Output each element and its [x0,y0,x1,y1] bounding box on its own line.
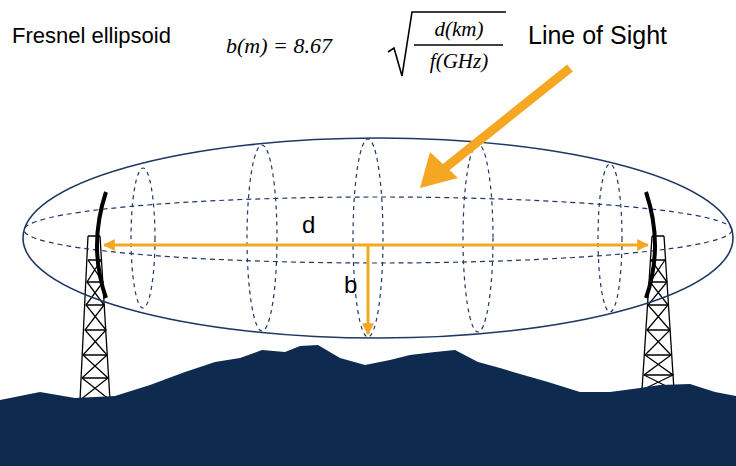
pointer-head [420,152,458,188]
formula-numerator: d(km) [414,18,504,41]
distance-line [104,244,648,247]
radius-label: b [344,272,357,298]
tower-right [642,236,674,390]
fresnel-ellipsoid [23,138,733,338]
radius-tick [350,244,368,246]
line-of-sight-label: Line of Sight [528,22,667,50]
formula-denominator: f(GHz) [414,50,504,73]
root-sign [388,12,506,76]
distance-label: d [302,212,315,238]
mountains [0,345,736,466]
formula-lhs: b(m) = 8.67 [226,34,332,58]
tower-left [80,236,110,400]
ellipsoid-label: Fresnel ellipsoid [12,24,171,48]
fraction-bar [414,44,503,45]
pointer-shaft [440,68,570,172]
radius-line [367,245,370,334]
